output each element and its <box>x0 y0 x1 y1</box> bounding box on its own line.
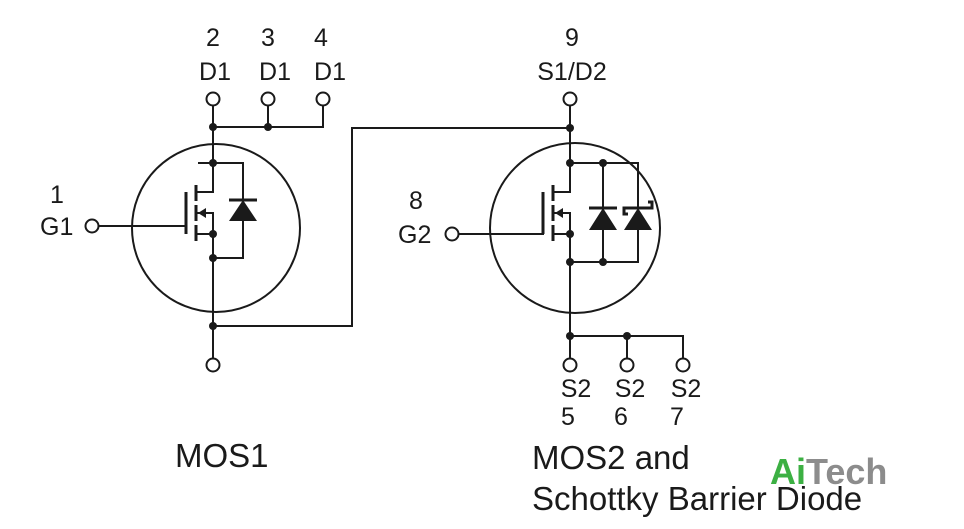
junction-dot <box>566 124 574 132</box>
terminal-pin9 <box>562 91 578 107</box>
junction-dot <box>599 159 607 167</box>
sbd-schottky-bar <box>622 200 654 216</box>
mos2-diode-triangle <box>589 208 617 230</box>
pin4-name: D1 <box>314 58 346 86</box>
junction-dot <box>209 159 217 167</box>
mos2-symbol <box>457 103 684 359</box>
terminal-pin3 <box>260 91 276 107</box>
interconnect-wire <box>212 127 571 327</box>
junction-dot <box>566 332 574 340</box>
pin9-number: 9 <box>565 24 579 52</box>
pin5-number: 5 <box>561 403 575 431</box>
junction-dot <box>566 159 574 167</box>
mos2-caption-line2: Schottky Barrier Diode <box>532 480 862 517</box>
pin3-name: D1 <box>259 58 291 86</box>
pin2-number: 2 <box>206 24 220 52</box>
mos1-symbol <box>97 103 324 359</box>
pin9-name: S1/D2 <box>537 58 606 86</box>
mos2-body-arrow <box>555 208 563 218</box>
terminal-mos1-source <box>205 357 221 373</box>
terminal-pin1 <box>84 218 100 234</box>
sbd-triangle <box>624 208 652 230</box>
mos1-caption: MOS1 <box>175 437 269 474</box>
mos1-body-circle <box>131 143 301 313</box>
watermark-tech: Tech <box>806 451 887 492</box>
pin7-number: 7 <box>670 403 684 431</box>
pin1-number: 1 <box>50 181 64 209</box>
terminal-pin2 <box>205 91 221 107</box>
junction-dot <box>599 258 607 266</box>
pin6-name: S2 <box>615 375 646 403</box>
terminal-pin7 <box>675 357 691 373</box>
terminal-pin4 <box>315 91 331 107</box>
junction-dot <box>566 258 574 266</box>
mos2-caption-line1: MOS2 and <box>532 439 690 476</box>
junction-dot <box>623 332 631 340</box>
mos1-diode-triangle <box>229 200 257 221</box>
terminal-pin6 <box>619 357 635 373</box>
junction-dot <box>209 123 217 131</box>
pin8-name: G2 <box>398 221 431 249</box>
mos1-body-arrow <box>198 208 206 218</box>
pin7-name: S2 <box>671 375 702 403</box>
aitech-watermark: AiTech <box>770 451 887 492</box>
pin1-name: G1 <box>40 213 73 241</box>
terminal-pin5 <box>562 357 578 373</box>
pin8-number: 8 <box>409 187 423 215</box>
watermark-ai: Ai <box>770 451 806 492</box>
pin4-number: 4 <box>314 24 328 52</box>
junction-dot <box>264 123 272 131</box>
mos2-body-circle <box>489 142 661 314</box>
pin6-number: 6 <box>614 403 628 431</box>
terminal-pin8 <box>444 226 460 242</box>
pin5-name: S2 <box>561 375 592 403</box>
pin3-number: 3 <box>261 24 275 52</box>
junction-dot <box>209 230 217 238</box>
pin2-name: D1 <box>199 58 231 86</box>
junction-dot <box>209 254 217 262</box>
junction-dot <box>566 230 574 238</box>
